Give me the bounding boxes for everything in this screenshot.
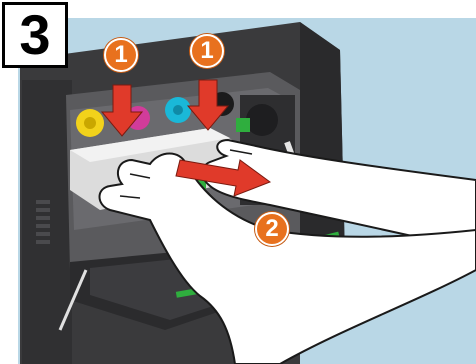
callout-badge-1a: 1	[104, 38, 138, 72]
green-release-lever[interactable]	[236, 118, 250, 132]
step-number-box: 3	[2, 2, 68, 68]
callout-label: 1	[200, 39, 213, 63]
step-number: 3	[19, 7, 50, 63]
callout-label: 2	[265, 217, 278, 241]
callout-label: 1	[114, 43, 127, 67]
callout-badge-2: 2	[255, 212, 289, 246]
callout-badge-1b: 1	[190, 34, 224, 68]
